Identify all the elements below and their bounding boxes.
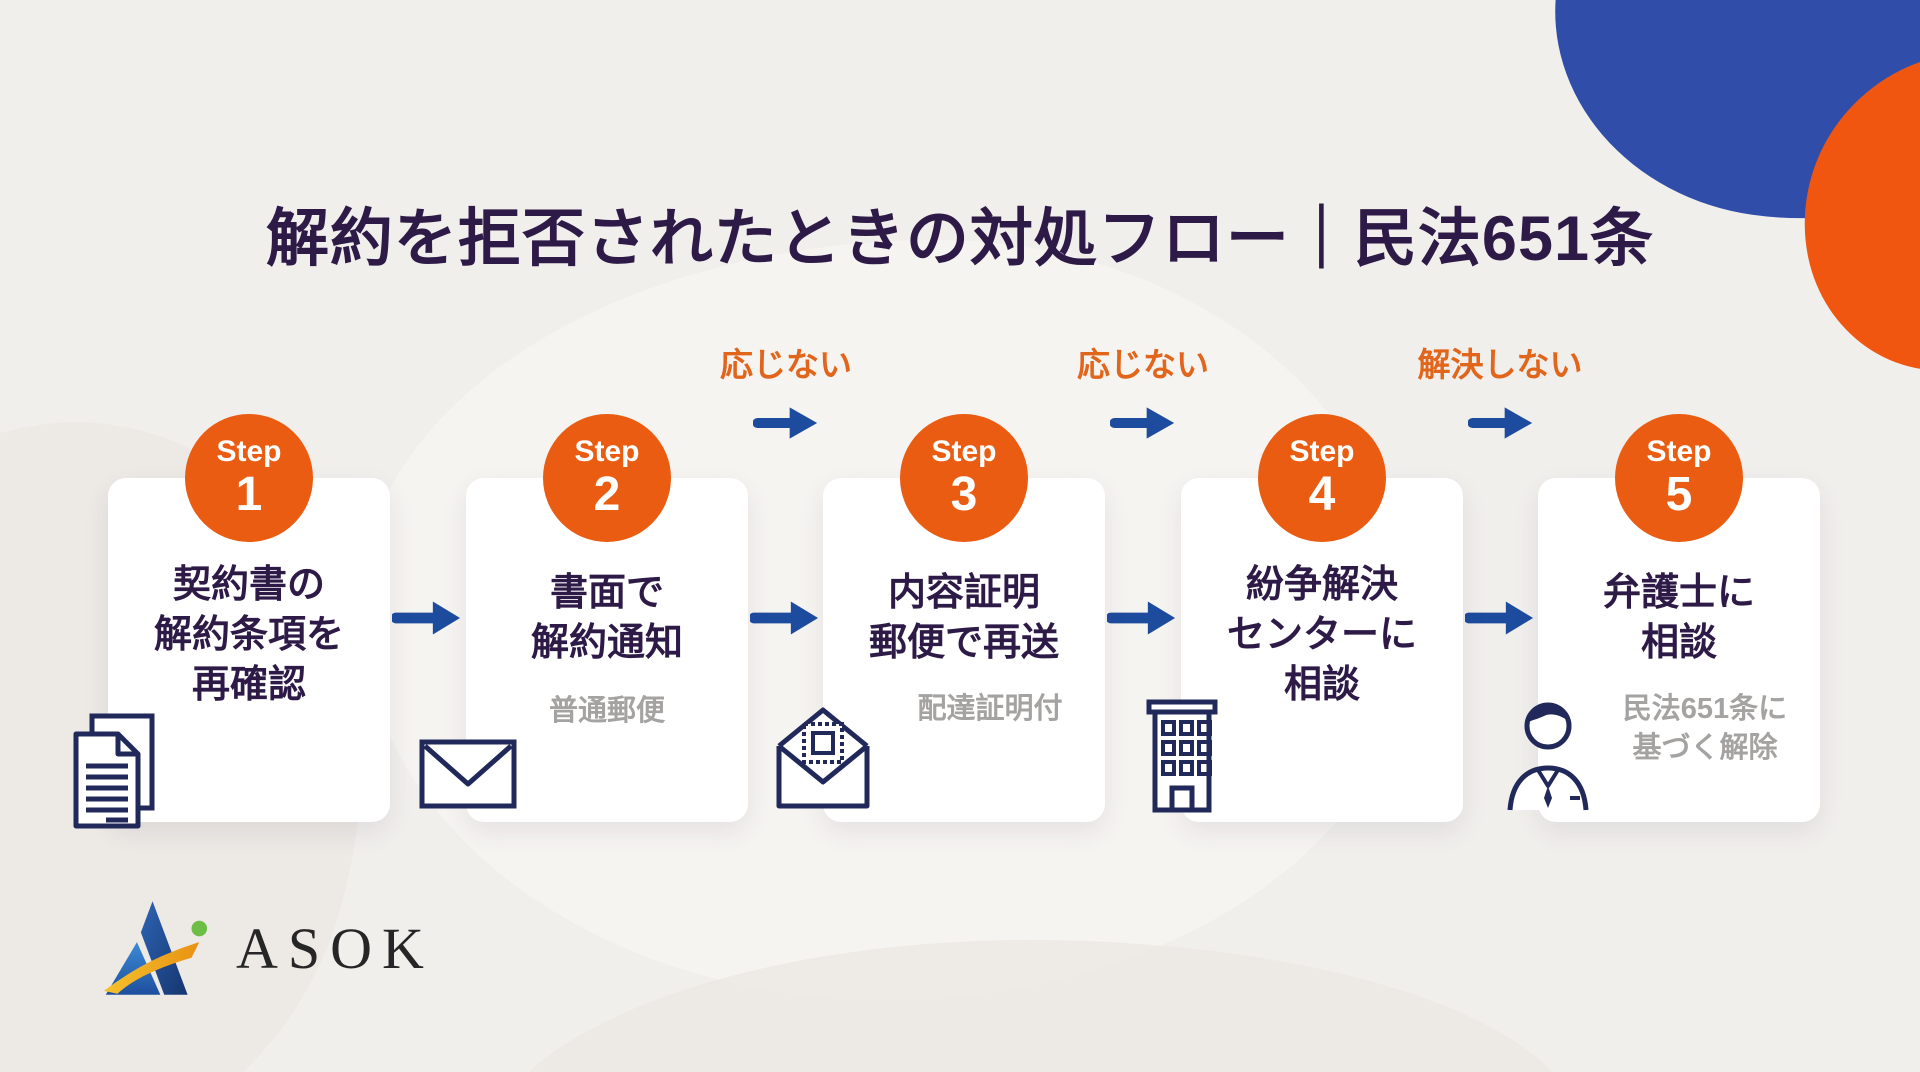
step-badge-word: Step xyxy=(931,435,997,469)
brand-logo: ASOK xyxy=(98,898,434,998)
step-title: 弁護士に 相談 xyxy=(1538,568,1820,668)
step-badge-number: 1 xyxy=(235,467,263,521)
step-subtitle: 普通郵便 xyxy=(548,695,665,728)
step-title-line: 再確認 xyxy=(191,664,306,707)
step-subtitle-line: 基づく解除 xyxy=(1632,732,1778,765)
step-badge-word: Step xyxy=(1289,435,1355,469)
step-title-line: 解約通知 xyxy=(530,622,683,665)
step-badge-number: 4 xyxy=(1308,467,1336,521)
open-envelope-icon xyxy=(776,707,870,809)
brand-logo-mark xyxy=(103,901,208,995)
step-subtitle: 民法651条に 基づく解除 xyxy=(1538,690,1820,768)
step-title-line: 相談 xyxy=(1640,622,1717,665)
step-badge: Step 1 xyxy=(185,414,313,542)
step-card-4: Step 4 紛争解決 センターに 相談 xyxy=(1146,414,1463,822)
step-title: 契約書の 解約条項を 再確認 xyxy=(108,560,390,710)
brand-name: ASOK xyxy=(236,915,434,981)
step-title: 紛争解決 センターに 相談 xyxy=(1181,560,1463,710)
step-badge: Step 5 xyxy=(1615,414,1743,542)
step-badge-word: Step xyxy=(574,435,640,469)
step-badge-word: Step xyxy=(216,435,282,469)
flow-arrow-icon xyxy=(750,601,819,635)
step-card-2: Step 2 書面で 解約通知 普通郵便 xyxy=(419,414,748,822)
step-title-line: 契約書の xyxy=(172,564,325,606)
step-badge: Step 4 xyxy=(1258,414,1386,542)
step-title-line: 解約条項を xyxy=(153,614,344,657)
step-title-line: 紛争解決 xyxy=(1245,564,1398,606)
step-badge: Step 3 xyxy=(900,414,1028,542)
lawyer-icon xyxy=(1507,702,1589,811)
step-title-line: 書面で xyxy=(549,572,664,614)
flow-arrow-icon xyxy=(1107,601,1176,635)
bypass-arrow-icon xyxy=(1110,407,1175,439)
envelope-icon xyxy=(419,739,517,809)
page-title: 解約を拒否されたときの対処フロー｜民法651条 xyxy=(265,204,1655,275)
step-card-5: Step 5 弁護士に 相談 民法651条に 基づく解除 xyxy=(1507,414,1820,822)
bypass-arrow-icon xyxy=(753,407,818,439)
step-badge-number: 3 xyxy=(950,467,978,521)
building-icon xyxy=(1146,699,1218,813)
step-badge-number: 5 xyxy=(1665,467,1693,521)
step-title-line: 郵便で再送 xyxy=(868,622,1059,665)
step-title: 書面で 解約通知 xyxy=(466,568,748,668)
bypass-label: 解決しない xyxy=(1417,346,1583,383)
step-subtitle: 配達証明付 xyxy=(917,693,1063,726)
bypass-label: 応じない xyxy=(720,346,852,383)
step-badge-number: 2 xyxy=(593,467,621,521)
flow-arrow-icon xyxy=(392,601,461,635)
bypass-arrow-icon xyxy=(1468,407,1533,439)
background-soft-blob xyxy=(480,940,1580,1072)
step-badge-word: Step xyxy=(1646,435,1712,469)
step-title-line: 相談 xyxy=(1283,664,1360,707)
step-card-1: Step 1 契約書の 解約条項を 再確認 xyxy=(73,414,390,829)
step-subtitle-line: 民法651条に xyxy=(1622,693,1788,726)
step-card-3: Step 3 内容証明 郵便で再送 配達証明付 xyxy=(776,414,1105,822)
step-title-line: 内容証明 xyxy=(887,572,1040,614)
step-title-line: センターに xyxy=(1226,614,1417,657)
flow-arrow-icon xyxy=(1465,601,1534,635)
step-badge: Step 2 xyxy=(543,414,671,542)
bypass-label: 応じない xyxy=(1077,346,1209,383)
step-title: 内容証明 郵便で再送 xyxy=(823,568,1105,668)
documents-icon xyxy=(73,713,155,829)
step-title-line: 弁護士に xyxy=(1602,572,1755,614)
